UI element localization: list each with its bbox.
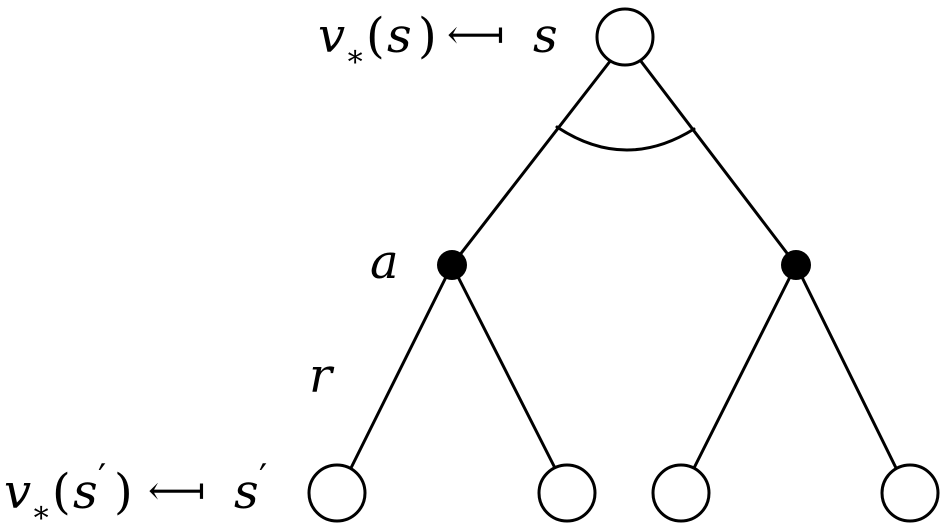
action-node-right bbox=[781, 250, 811, 280]
root-label-subscript: ∗ bbox=[345, 39, 365, 74]
leaf-label-arg-prime: ′ bbox=[98, 458, 106, 499]
edge-action-right-to-leaf-3 bbox=[690, 263, 798, 474]
leaf-state-node-1 bbox=[307, 463, 367, 523]
action-node-left bbox=[437, 250, 467, 280]
root-label: v ∗ ( s ) ⟻ s bbox=[318, 8, 558, 74]
leaf-label: v ∗ ( s ′ ) ⟻ s ′ bbox=[4, 458, 267, 527]
leaf-state-node-4 bbox=[880, 463, 940, 523]
leaf-label-state: s bbox=[234, 464, 259, 520]
edge-action-left-to-leaf-2 bbox=[450, 263, 559, 474]
root-label-value: v bbox=[318, 8, 345, 64]
leaf-label-arg: s bbox=[73, 464, 98, 520]
root-label-arrow: ⟻ bbox=[447, 12, 504, 58]
edge-root-to-action-right bbox=[638, 58, 798, 267]
root-label-arg: s bbox=[387, 8, 412, 64]
reward-label: r bbox=[309, 348, 335, 404]
root-state-node bbox=[595, 7, 655, 67]
leaf-label-value: v bbox=[4, 464, 31, 520]
action-label: a bbox=[370, 234, 399, 290]
leaf-state-node-2 bbox=[537, 463, 597, 523]
leaf-state-node-3 bbox=[651, 463, 711, 523]
leaf-label-state-prime: ′ bbox=[259, 458, 267, 499]
root-label-paren-close: ) bbox=[418, 8, 437, 64]
leaf-label-arrow: ⟻ bbox=[148, 468, 205, 514]
root-label-state: s bbox=[533, 8, 558, 64]
edge-root-to-action-left bbox=[450, 58, 613, 267]
leaf-label-paren-open: ( bbox=[52, 464, 71, 520]
leaf-label-subscript: ∗ bbox=[31, 495, 51, 527]
root-label-paren-open: ( bbox=[366, 8, 385, 64]
max-arc bbox=[555, 125, 696, 152]
leaf-label-paren-close: ) bbox=[114, 464, 133, 520]
edge-action-right-to-leaf-4 bbox=[794, 263, 900, 474]
edge-action-left-to-leaf-1 bbox=[347, 263, 454, 474]
